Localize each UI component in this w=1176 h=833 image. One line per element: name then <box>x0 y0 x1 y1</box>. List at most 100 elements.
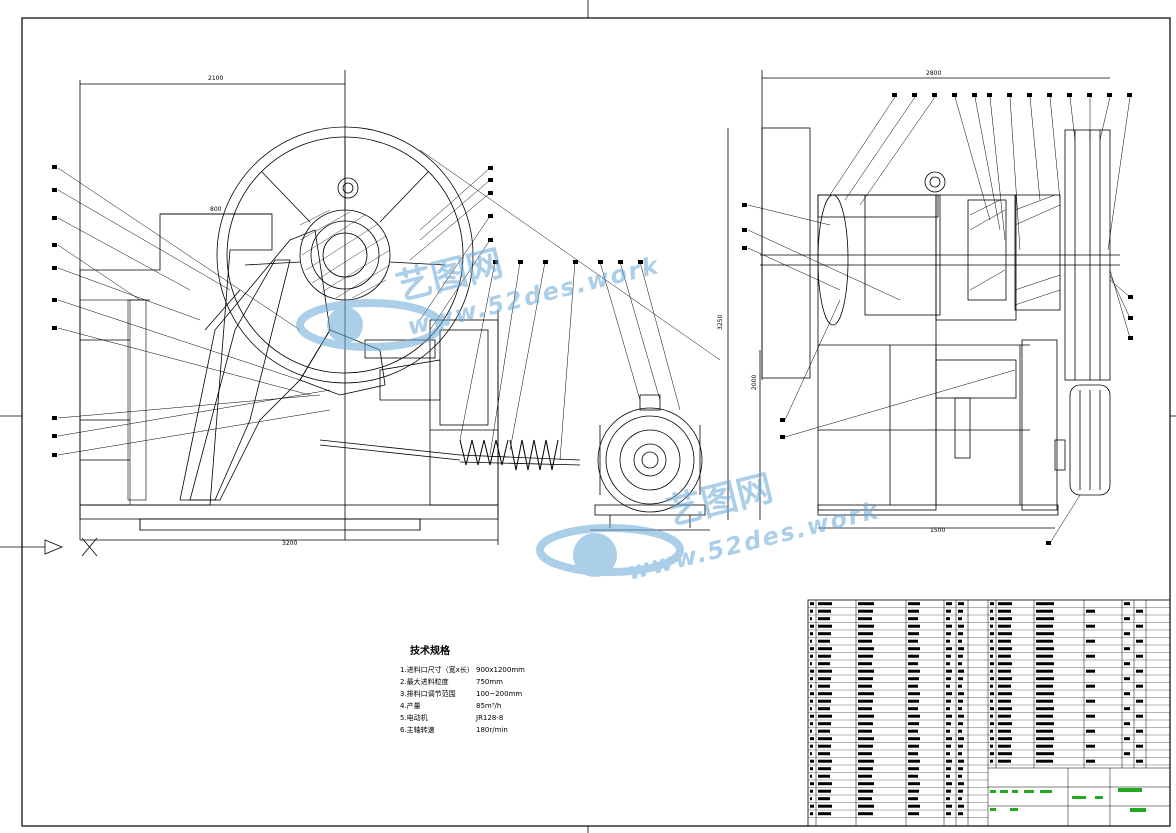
parts-cell-mark <box>946 654 951 658</box>
parts-cell-mark <box>858 684 872 688</box>
spec-label-4: 4.产量 <box>400 701 421 710</box>
front-view <box>727 70 1120 529</box>
dim-top-right: 2800 <box>926 70 941 77</box>
parts-cell-mark <box>810 737 814 741</box>
parts-cell-mark <box>958 744 963 748</box>
parts-cell-mark <box>858 669 874 673</box>
parts-cell-mark <box>946 602 952 606</box>
tension-spring <box>459 439 559 471</box>
parts-cell-mark <box>998 647 1012 651</box>
parts-cell-mark <box>818 692 832 696</box>
parts-cell-mark <box>818 789 831 793</box>
parts-cell-mark <box>958 669 964 673</box>
parts-cell-mark <box>990 677 994 681</box>
parts-cell-mark <box>946 677 951 681</box>
parts-cell-mark <box>818 759 832 763</box>
parts-cell-mark <box>990 669 993 673</box>
parts-cell-mark <box>958 609 963 613</box>
parts-cell-mark <box>810 797 812 801</box>
dim-top-left: 2100 <box>208 75 223 82</box>
spec-value-3: 100~200mm <box>476 690 522 698</box>
spec-label-5: 5.电动机 <box>400 713 428 722</box>
item-balloons-right <box>742 93 1133 545</box>
parts-cell-mark <box>1036 729 1053 733</box>
parts-cell-mark <box>958 737 964 741</box>
parts-cell-mark <box>1086 744 1095 748</box>
parts-cell-mark <box>990 662 994 666</box>
parts-cell-mark <box>990 729 993 733</box>
parts-cell-mark <box>998 692 1012 696</box>
parts-cell-mark <box>810 744 813 748</box>
parts-cell-mark <box>1136 669 1143 673</box>
parts-cell-mark <box>810 804 814 808</box>
parts-cell-mark <box>946 744 951 748</box>
parts-cell-mark <box>946 699 951 703</box>
parts-cell-mark <box>908 699 919 703</box>
spec-title: 技术规格 <box>410 644 451 657</box>
parts-cell-mark <box>998 759 1011 763</box>
parts-cell-mark <box>818 752 830 756</box>
watermark-cn-lower: 艺图网 <box>662 468 777 534</box>
parts-cell-mark <box>858 662 872 666</box>
parts-cell-mark <box>958 782 964 786</box>
parts-cell-mark <box>810 759 814 763</box>
parts-cell-mark <box>858 744 873 748</box>
parts-cell-mark <box>908 729 918 733</box>
parts-cell-mark <box>810 669 814 673</box>
parts-cell-mark <box>858 647 874 651</box>
parts-cell-mark <box>908 677 919 681</box>
parts-cell-mark <box>818 617 830 621</box>
parts-cell-mark <box>908 782 920 786</box>
parts-cell-mark <box>818 602 832 606</box>
parts-cell-mark <box>998 714 1011 718</box>
parts-cell-mark <box>908 737 920 741</box>
parts-cell-mark <box>998 707 1012 711</box>
side-view <box>79 70 581 545</box>
parts-cell-mark <box>1036 714 1053 718</box>
parts-list-rows <box>808 607 1170 818</box>
parts-cell-mark <box>946 774 950 778</box>
bearing-hatching <box>969 194 1061 306</box>
parts-cell-mark <box>818 782 832 786</box>
parts-cell-mark <box>998 737 1012 741</box>
parts-cell-mark <box>946 617 950 621</box>
parts-cell-mark <box>908 722 919 726</box>
parts-cell-mark <box>858 759 874 763</box>
parts-cell-mark <box>810 654 813 658</box>
parts-cell-mark <box>908 797 918 801</box>
parts-cell-mark <box>946 752 950 756</box>
parts-cell-mark <box>946 722 951 726</box>
parts-cell-mark <box>990 714 993 718</box>
parts-cell-mark <box>858 692 874 696</box>
parts-cell-mark <box>946 669 952 673</box>
parts-cell-mark <box>998 624 1011 628</box>
parts-cell-mark <box>998 609 1011 613</box>
parts-cell-mark <box>990 654 993 658</box>
parts-cell-mark <box>858 774 872 778</box>
parts-cell-mark <box>946 624 952 628</box>
parts-cell-mark <box>858 632 873 636</box>
parts-cell-mark <box>958 647 964 651</box>
parts-cell-mark <box>818 669 832 673</box>
titleblock-green-marks <box>990 788 1146 812</box>
parts-cell-mark <box>1036 609 1053 613</box>
parts-cell-mark <box>990 699 993 703</box>
leader-lines-right <box>747 96 1131 544</box>
parts-cell-mark <box>818 639 830 643</box>
parts-cell-mark <box>818 767 831 771</box>
parts-cell-mark <box>958 812 963 816</box>
parts-cell-mark <box>1036 744 1053 748</box>
spec-value-6: 180r/min <box>476 726 508 734</box>
parts-cell-mark <box>946 782 952 786</box>
parts-cell-mark <box>810 789 813 793</box>
parts-cell-mark <box>1036 669 1053 673</box>
parts-cell-mark <box>908 804 920 808</box>
parts-cell-mark <box>1136 714 1143 718</box>
parts-cell-mark <box>1124 752 1130 756</box>
parts-cell-mark <box>946 737 952 741</box>
parts-cell-mark <box>998 617 1012 621</box>
spec-label-6: 6.主轴转速 <box>400 725 435 734</box>
parts-cell-mark <box>818 677 831 681</box>
parts-cell-mark <box>908 707 918 711</box>
